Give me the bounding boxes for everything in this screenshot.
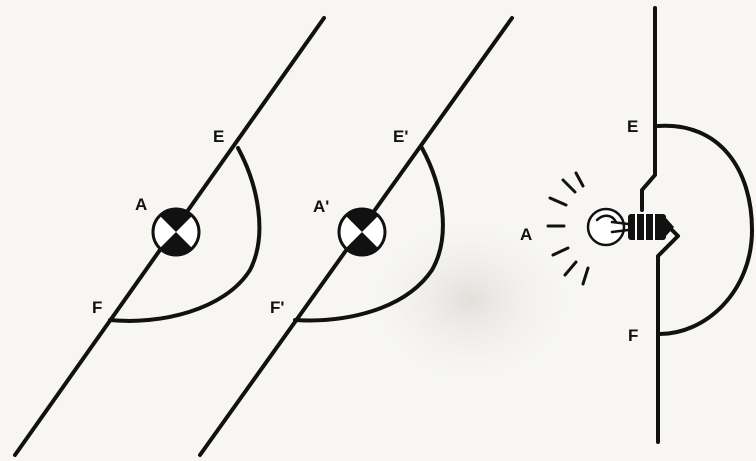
paper-smudge (360, 210, 580, 390)
diagram-3-label-f: F (628, 326, 638, 345)
diagram-2-arc (293, 146, 445, 323)
light-rays (546, 171, 590, 286)
diagram-1-arc (108, 146, 262, 323)
lamp-symbol-icon (337, 207, 387, 257)
diagram-3-arc (656, 123, 754, 337)
light-bulb-icon (586, 207, 674, 247)
diagram-3-lower-wire (656, 226, 680, 444)
diagram-3-circuit: E A F (520, 6, 754, 444)
diagram-1-label-a: A (135, 195, 147, 214)
diagram-3-label-a: A (520, 225, 532, 244)
diagram-1-label-f: F (92, 298, 102, 317)
diagram-2-label-a: A' (313, 197, 329, 216)
diagram-2-circuit: E' A' F' (198, 16, 514, 457)
diagram-2-label-e: E' (393, 127, 408, 146)
lamp-symbol-icon (151, 207, 201, 257)
diagram-1-label-e: E (213, 127, 224, 146)
diagram-1-circuit: E A F (13, 16, 326, 457)
diagram-3-upper-wire (640, 6, 657, 212)
diagram-3-label-e: E (627, 117, 638, 136)
diagram-2-label-f: F' (270, 298, 284, 317)
